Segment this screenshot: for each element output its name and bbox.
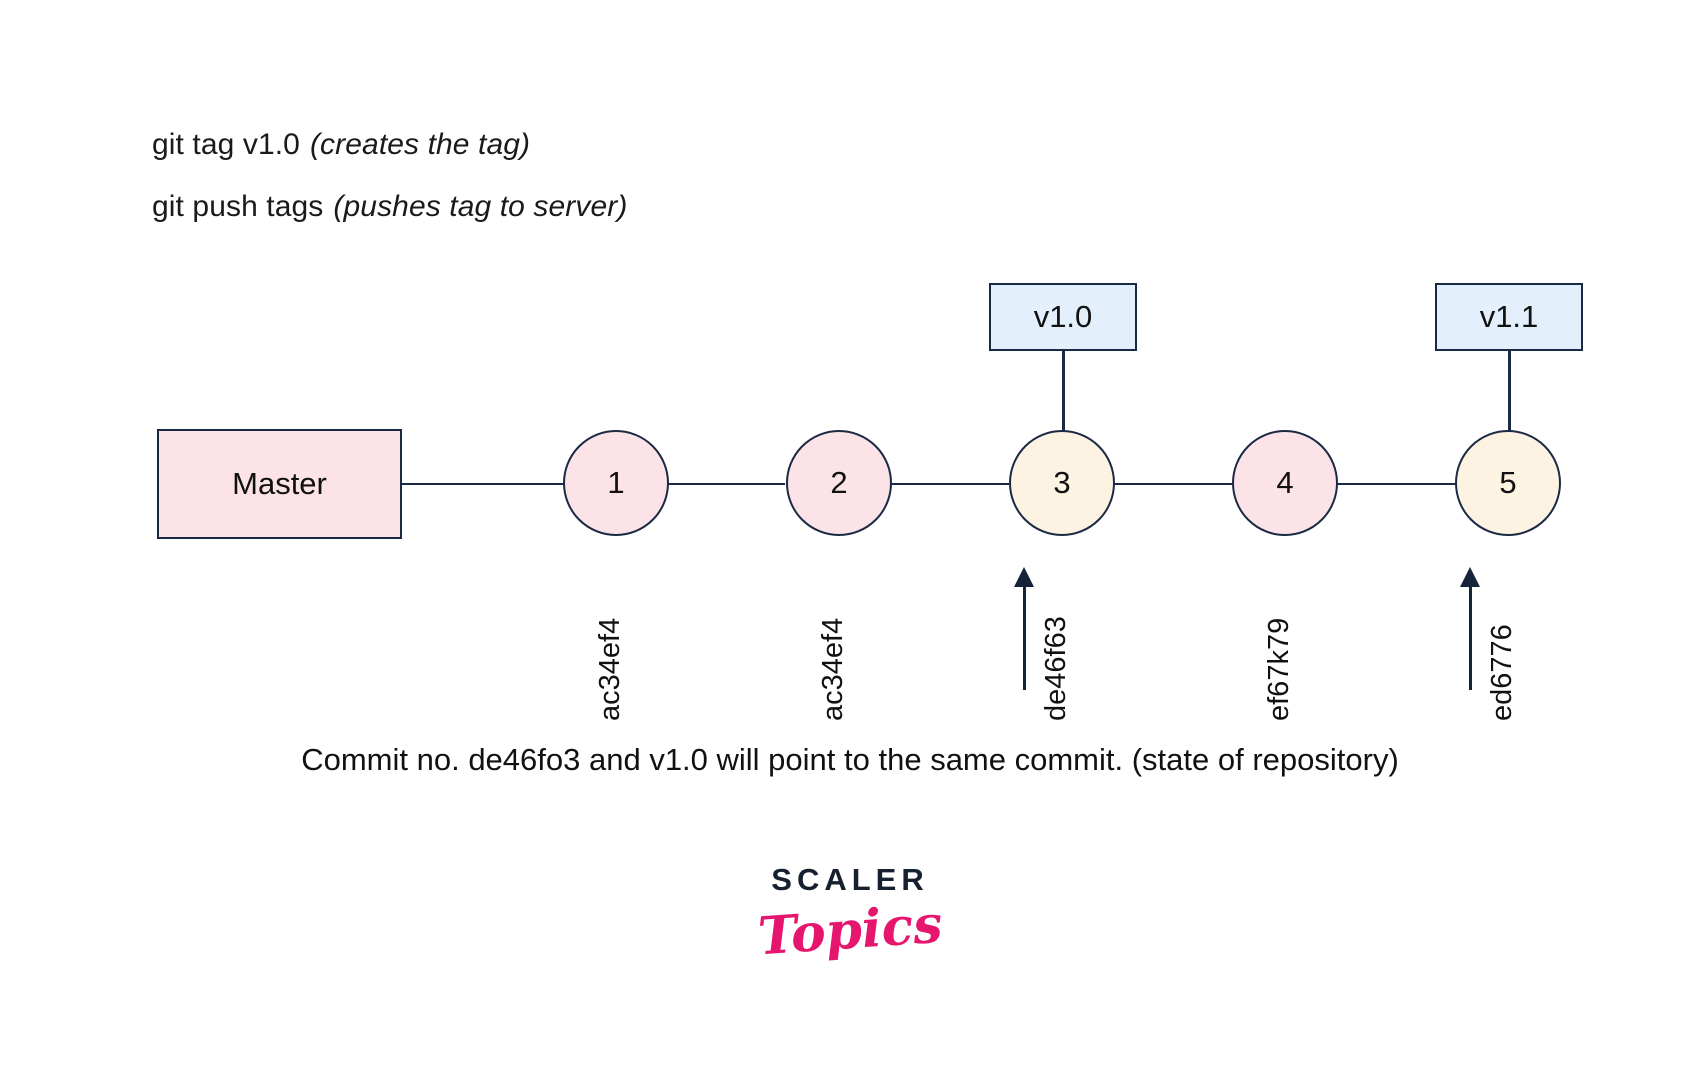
command-note-1: (creates the tag)	[309, 128, 531, 161]
edge-master-to-1	[402, 483, 565, 485]
commit-node-2: 2	[786, 430, 892, 536]
tag-stem-v1-0	[1062, 351, 1065, 433]
arrow-head-commit-3	[1014, 567, 1034, 587]
tag-label-v1-1: v1.1	[1479, 299, 1539, 334]
logo-secondary-text: Topics	[755, 893, 945, 968]
edge-4-to-5	[1333, 483, 1456, 485]
arrow-shaft-commit-3	[1023, 585, 1026, 690]
commit-node-4: 4	[1232, 430, 1338, 536]
commit-number-4: 4	[1276, 465, 1294, 500]
branch-box-master: Master	[157, 429, 402, 539]
commit-hash-3: de46f63	[1040, 616, 1072, 721]
tag-box-v1-0: v1.0	[989, 283, 1137, 351]
commit-hash-1: ac34ef4	[594, 617, 626, 721]
scaler-topics-logo: SCALER Topics	[0, 862, 1700, 967]
command-note-2: (pushes tag to server)	[333, 190, 628, 223]
commit-number-3: 3	[1053, 465, 1071, 500]
commit-node-3: 3	[1009, 430, 1115, 536]
tag-box-v1-1: v1.1	[1435, 283, 1583, 351]
diagram-caption: Commit no. de46fo3 and v1.0 will point t…	[301, 742, 1399, 777]
logo-primary-text: SCALER	[771, 862, 929, 897]
commit-hash-4: ef67k79	[1263, 617, 1295, 721]
commit-number-1: 1	[607, 465, 625, 500]
command-line-2: git push tags (pushes tag to server)	[152, 190, 627, 224]
tag-stem-v1-1	[1508, 351, 1511, 433]
commit-hash-2: ac34ef4	[817, 617, 849, 721]
edge-3-to-4	[1110, 483, 1232, 485]
commit-number-5: 5	[1499, 465, 1517, 500]
arrow-shaft-commit-5	[1469, 585, 1472, 690]
edge-2-to-3	[886, 483, 1009, 485]
edge-1-to-2	[665, 483, 785, 485]
arrow-head-commit-5	[1460, 567, 1480, 587]
commit-node-5: 5	[1455, 430, 1561, 536]
commit-hash-5: ed6776	[1486, 624, 1518, 721]
commit-number-2: 2	[830, 465, 848, 500]
tag-label-v1-0: v1.0	[1033, 299, 1093, 334]
command-text-2: git push tags	[152, 190, 324, 223]
command-line-1: git tag v1.0 (creates the tag)	[152, 128, 530, 162]
branch-label: Master	[232, 466, 327, 501]
commit-node-1: 1	[563, 430, 669, 536]
command-text-1: git tag v1.0	[152, 128, 300, 161]
